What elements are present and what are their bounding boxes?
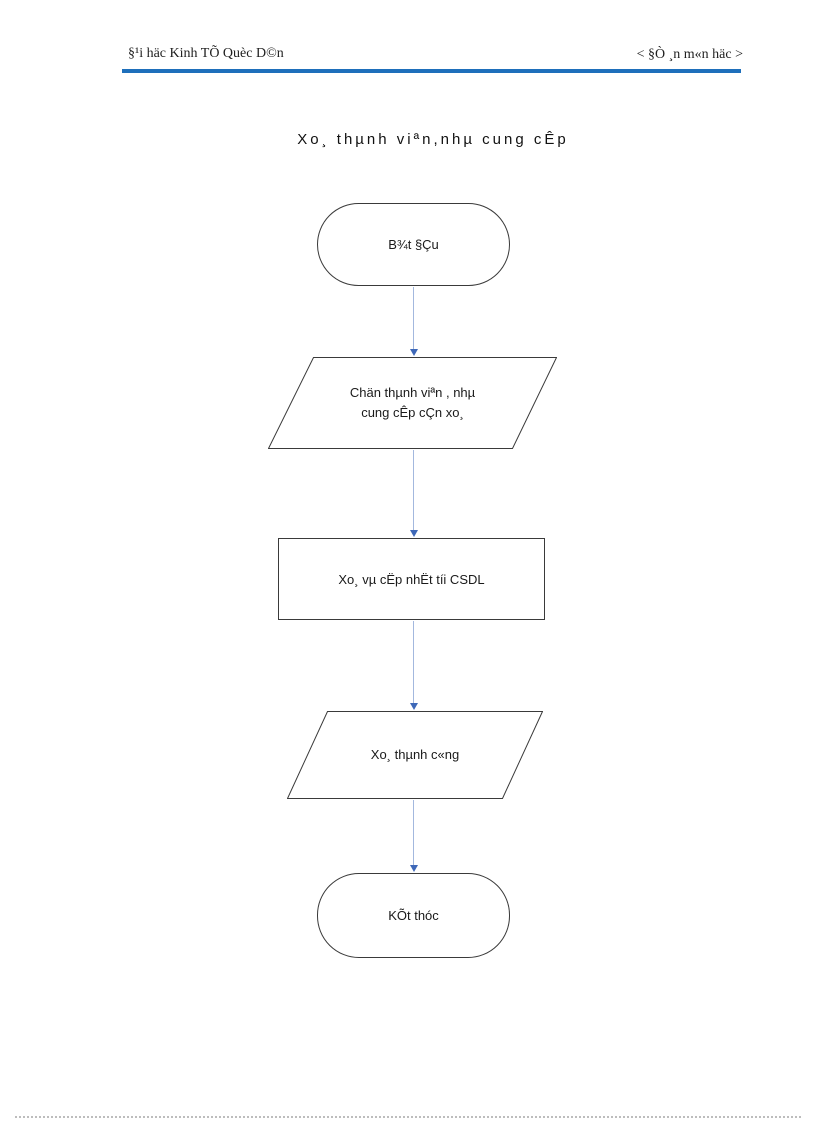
arrow-down-4 — [409, 800, 418, 872]
arrow-head-icon — [409, 530, 418, 537]
result-label-wrap: Xo¸ thµnh c«ng — [287, 711, 543, 799]
arrow-head-icon — [409, 865, 418, 872]
arrow-head-icon — [409, 703, 418, 710]
header-left-text: §¹i häc Kinh TÕ Quèc D©n — [128, 46, 284, 61]
end-terminator: KÕt thóc — [317, 873, 510, 958]
parallelogram-shape — [268, 357, 557, 449]
end-label: KÕt thóc — [388, 908, 439, 923]
select-label-line2: cung cÊp cÇn xo¸ — [361, 405, 464, 420]
result-label: Xo¸ thµnh c«ng — [370, 747, 460, 762]
start-terminator: B¾t §Çu — [317, 203, 510, 286]
arrow-line — [413, 287, 414, 349]
start-label: B¾t §Çu — [388, 237, 439, 252]
select-label: Chän thµnh viªn , nhµ cung cÊp cÇn xo¸ — [268, 357, 557, 449]
header-right-text: < §Ò ¸n m«n häc > — [636, 47, 743, 62]
footer-dotted-divider — [15, 1116, 801, 1118]
update-process-rectangle: Xo¸ vµ cËp nhËt tíi CSDL — [278, 538, 545, 620]
page-title: Xo¸ thµnh viªn,nhµ cung cÊp — [297, 131, 569, 148]
arrow-line — [413, 800, 414, 865]
arrow-line — [413, 450, 414, 530]
result-parallelogram: Xo¸ thµnh c«ng — [287, 711, 543, 799]
select-label-line1: Chän thµnh viªn , nhµ — [349, 385, 476, 400]
arrow-down-3 — [409, 621, 418, 710]
parallelogram-shape — [287, 711, 543, 799]
arrow-down-2 — [409, 450, 418, 537]
update-label: Xo¸ vµ cËp nhËt tíi CSDL — [338, 571, 485, 587]
header-rule — [122, 69, 741, 73]
select-parallelogram: Chän thµnh viªn , nhµ cung cÊp cÇn xo¸ — [268, 357, 557, 449]
arrow-line — [413, 621, 414, 703]
arrow-down-1 — [409, 287, 418, 356]
arrow-head-icon — [409, 349, 418, 356]
